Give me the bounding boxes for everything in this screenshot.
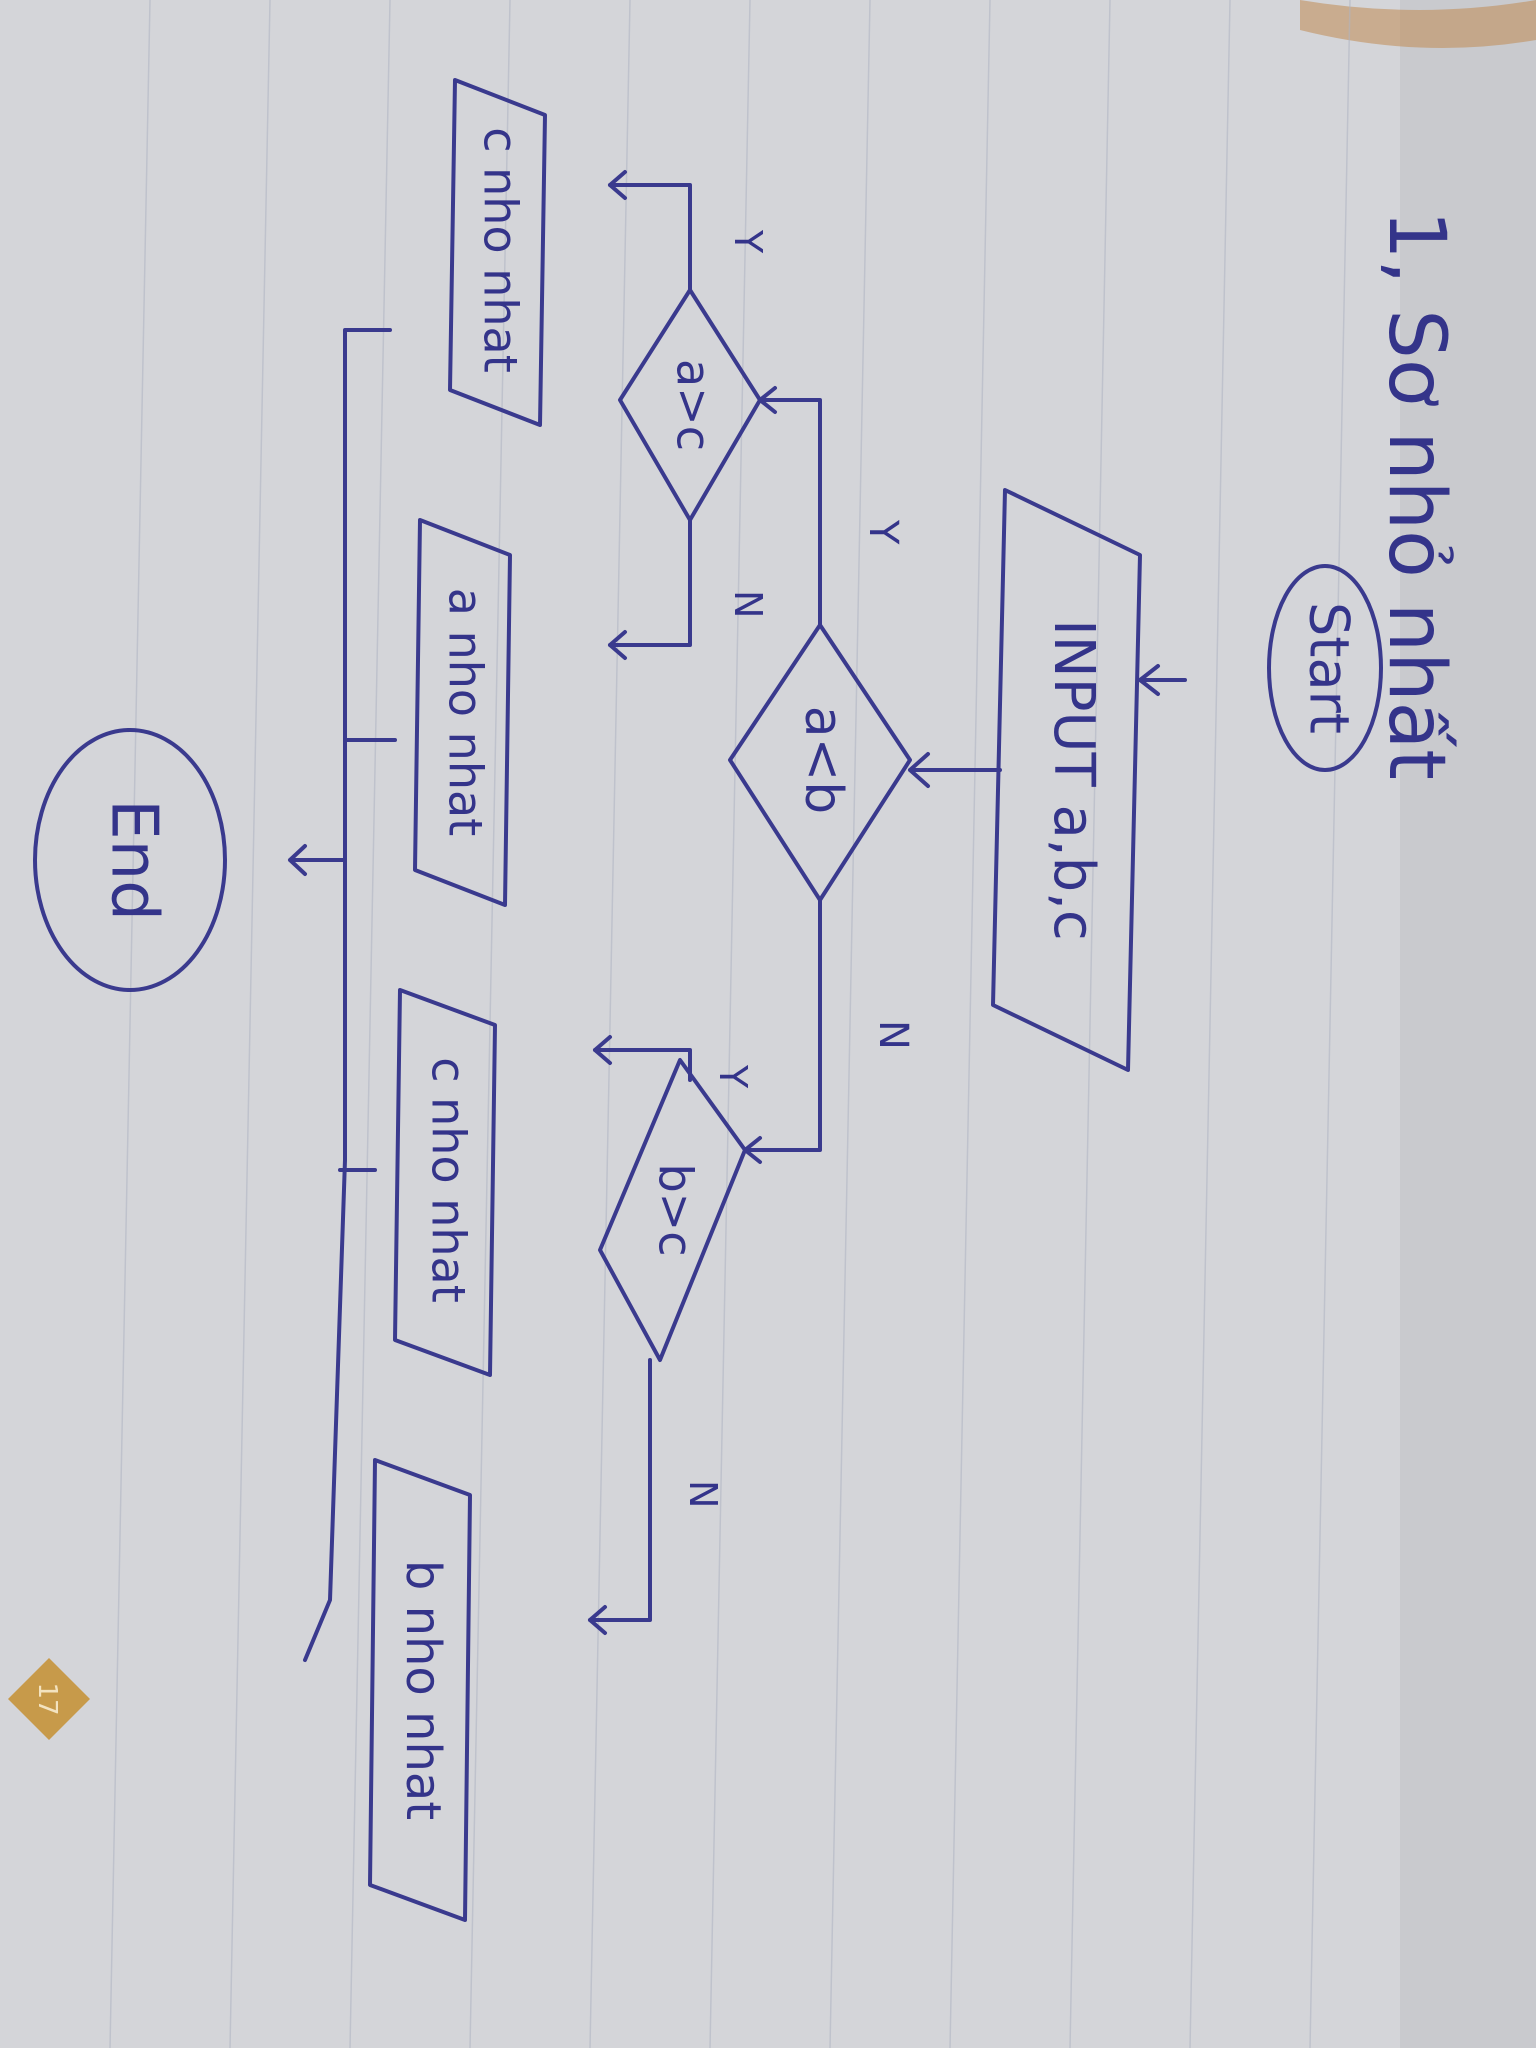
merge-bus (303, 328, 392, 1662)
d2-no-line (608, 518, 692, 647)
decision-3-label: b>c (649, 1163, 703, 1256)
d2-yes-arrow (608, 170, 627, 200)
d3-yes-arrow (593, 1035, 612, 1065)
d3-no-line (588, 1358, 652, 1622)
d3-no-label: N (681, 1480, 725, 1508)
svg-text:c nho nhat: c nho nhat (474, 127, 528, 373)
decision-a-gt-c: a>c (618, 288, 762, 522)
input-box: INPUT a,b,c (991, 488, 1142, 1072)
arrow-start-to-input (1138, 664, 1187, 696)
result-c-nho-nhat: c nho nhat (393, 988, 497, 1377)
top-binding-strip (1300, 0, 1536, 48)
d2-yes-line (608, 183, 692, 292)
d2-no-arrow (608, 630, 627, 660)
d3-yes-label: Y (711, 1064, 755, 1089)
start-label: Start (1297, 602, 1360, 734)
svg-text:b nho nhat: b nho nhat (395, 1560, 451, 1820)
d3-yes-line (593, 1048, 692, 1082)
result-b-nho-nhat: b nho nhat (368, 1458, 472, 1922)
d1-no-line (743, 898, 822, 1152)
start-terminal: Start (1267, 564, 1383, 772)
d2-yes-label: Y (726, 229, 770, 254)
d1-yes-line (758, 398, 822, 627)
d1-no-label: N (870, 1020, 916, 1050)
input-label: INPUT a,b,c (1041, 619, 1106, 940)
d3-no-arrow (588, 1605, 607, 1635)
page-edge-shadow (1400, 0, 1536, 2048)
svg-text:a nho nhat: a nho nhat (439, 588, 493, 836)
ruled-lines (109, 0, 1351, 2048)
end-terminal: End (33, 728, 227, 992)
d1-yes-label: Y (860, 519, 906, 545)
result-c-nho-nhat-left: c nho nhat (448, 78, 547, 427)
decision-b-gt-c: b>c (598, 1058, 747, 1362)
arrow-input-to-d1 (908, 752, 1002, 788)
result-a-nho-nhat: a nho nhat (413, 518, 512, 907)
end-label: End (96, 799, 170, 921)
page-number: 17 (32, 1682, 62, 1715)
decision-1-label: a<b (793, 706, 853, 814)
arrow-to-end (288, 844, 347, 876)
d2-no-label: N (726, 590, 770, 618)
decision-a-lt-b: a<b (728, 623, 912, 902)
decision-2-label: a>c (667, 359, 721, 451)
page-heading: 1, Sơ nhỏ nhất (1371, 210, 1461, 780)
svg-text:c nho nhat: c nho nhat (422, 1057, 476, 1303)
